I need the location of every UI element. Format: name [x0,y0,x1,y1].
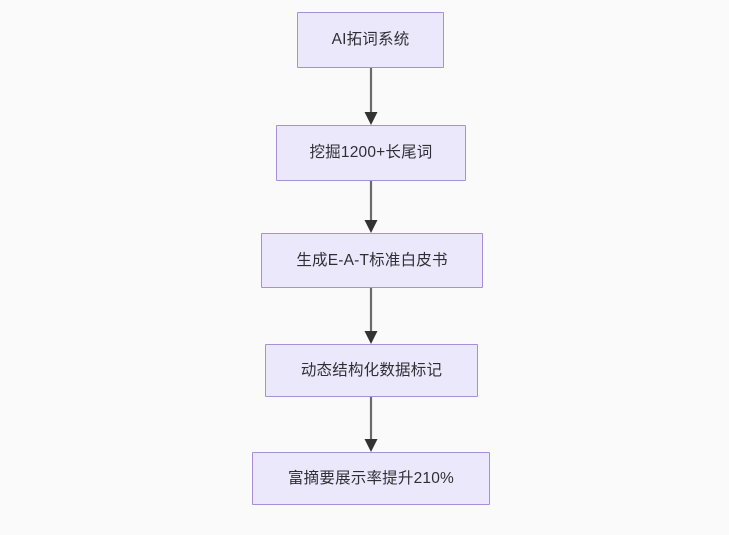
edge-arrow-icon [364,397,378,452]
flow-node-mine-longtail-keywords[interactable]: 挖掘1200+长尾词 [276,125,466,181]
flow-node-label: AI拓词系统 [331,31,410,49]
edge-arrow-icon [364,68,378,125]
flow-node-ai-keyword-system[interactable]: AI拓词系统 [297,12,444,68]
flow-node-rich-snippet-impression-lift[interactable]: 富摘要展示率提升210% [252,452,490,505]
edge-n4-n5 [355,397,387,452]
edge-n3-n4 [355,288,387,344]
flow-node-generate-eat-whitepaper[interactable]: 生成E-A-T标准白皮书 [261,233,483,288]
flow-node-label: 富摘要展示率提升210% [287,469,455,487]
flow-node-label: 挖掘1200+长尾词 [309,144,433,162]
edge-n2-n3 [355,181,387,233]
edge-arrow-icon [364,288,378,344]
flow-node-label: 动态结构化数据标记 [300,361,443,379]
edge-n1-n2 [355,68,387,125]
flow-node-dynamic-structured-data-markup[interactable]: 动态结构化数据标记 [265,344,478,397]
edge-arrow-icon [364,181,378,233]
flow-node-label: 生成E-A-T标准白皮书 [296,251,448,269]
